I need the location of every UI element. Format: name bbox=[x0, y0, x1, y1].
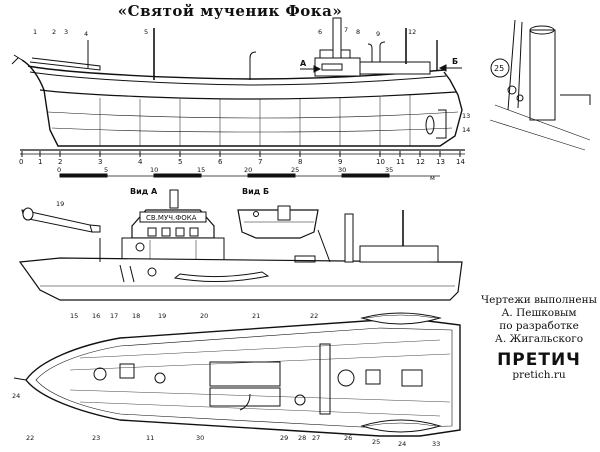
plan-callout-11: 11 bbox=[146, 434, 154, 442]
meter-label-5: 5 bbox=[104, 166, 108, 174]
view-b-stern bbox=[237, 205, 319, 239]
boom-detail-19 bbox=[21, 207, 101, 233]
side-view-hull bbox=[11, 17, 465, 151]
callout-6: 6 bbox=[318, 28, 322, 36]
frame-label-0: 0 bbox=[19, 158, 23, 166]
plan-callout-22-bow: 22 bbox=[26, 434, 34, 442]
callout-14: 14 bbox=[462, 126, 470, 134]
frame-label-11: 11 bbox=[396, 158, 405, 166]
view-a-heading: Вид А bbox=[130, 187, 158, 196]
frame-label-8: 8 bbox=[298, 158, 302, 166]
plan-callout-23: 23 bbox=[92, 434, 100, 442]
pretich-logo: ПРЕТИЧ bbox=[497, 350, 581, 370]
arrow-a-label: А bbox=[300, 59, 307, 68]
plan-callout-24-bow: 24 bbox=[12, 392, 20, 400]
frame-label-7: 7 bbox=[258, 158, 262, 166]
plan-callout-16: 16 bbox=[92, 312, 100, 320]
detail-25-mast-step bbox=[489, 19, 591, 151]
frame-label-1: 1 bbox=[38, 158, 42, 166]
frame-scale-labels: 0 1 2 3 4 5 6 7 8 9 10 11 12 13 14 bbox=[19, 158, 465, 166]
frame-label-9: 9 bbox=[338, 158, 342, 166]
plan-callout-33: 33 bbox=[432, 440, 440, 448]
meter-label-30: 30 bbox=[338, 166, 346, 174]
plan-callout-28: 28 bbox=[298, 434, 306, 442]
side-profile-deck-view bbox=[18, 210, 463, 301]
frame-label-4: 4 bbox=[138, 158, 143, 166]
plan-callout-26: 26 bbox=[344, 434, 352, 442]
plan-callout-22: 22 bbox=[310, 312, 318, 320]
frame-label-3: 3 bbox=[98, 158, 102, 166]
view-b-heading: Вид Б bbox=[242, 187, 269, 196]
detail-25-label: 25 bbox=[494, 64, 504, 73]
credits-line-3: по разработке bbox=[499, 320, 579, 332]
callout-2: 2 bbox=[52, 28, 56, 36]
meter-scale-labels: 0 5 10 15 20 25 30 35 м bbox=[57, 166, 435, 182]
plan-callouts-bottom: 24 22 23 11 30 29 28 27 26 25 24 33 bbox=[12, 392, 440, 448]
plan-callout-25: 25 bbox=[372, 438, 380, 446]
meter-unit: м bbox=[430, 174, 435, 182]
plan-callout-20: 20 bbox=[200, 312, 208, 320]
plan-callout-29: 29 bbox=[280, 434, 288, 442]
meter-label-15: 15 bbox=[197, 166, 205, 174]
frame-label-13: 13 bbox=[436, 158, 445, 166]
meter-label-0: 0 bbox=[57, 166, 61, 174]
credits-block: Чертежи выполнены А. Пешковым по разрабо… bbox=[478, 294, 600, 346]
callout-3: 3 bbox=[64, 28, 68, 36]
meter-scale bbox=[59, 173, 440, 178]
frame-label-14: 14 bbox=[456, 158, 465, 166]
credits-line-1: Чертежи выполнены bbox=[481, 294, 597, 306]
site-url[interactable]: pretich.ru bbox=[512, 369, 566, 381]
credits-line-4: А. Жигальского bbox=[494, 333, 584, 345]
credits-line-2: А. Пешковым bbox=[501, 307, 577, 319]
callout-19-boom: 19 bbox=[56, 200, 64, 208]
meter-label-20: 20 bbox=[244, 166, 252, 174]
meter-label-25: 25 bbox=[291, 166, 299, 174]
plan-callout-18: 18 bbox=[132, 312, 140, 320]
callout-13: 13 bbox=[462, 112, 470, 120]
frame-label-12: 12 bbox=[416, 158, 425, 166]
callout-8: 8 bbox=[356, 28, 360, 36]
frame-label-2: 2 bbox=[58, 158, 62, 166]
callout-12: 12 bbox=[408, 28, 416, 36]
arrow-b-label: Б bbox=[452, 57, 458, 66]
plan-callout-17: 17 bbox=[110, 312, 118, 320]
plan-callout-27: 27 bbox=[312, 434, 320, 442]
frame-label-6: 6 bbox=[218, 158, 223, 166]
plan-callout-24-stern: 24 bbox=[398, 440, 406, 448]
callout-4: 4 bbox=[84, 30, 88, 38]
callout-9: 9 bbox=[376, 30, 380, 38]
side-view-callouts: 1 2 3 4 5 6 7 8 9 12 13 14 bbox=[33, 26, 470, 134]
plan-callout-30: 30 bbox=[196, 434, 204, 442]
meter-label-10: 10 bbox=[150, 166, 158, 174]
frame-scale bbox=[20, 151, 465, 157]
view-a-bridge-front bbox=[121, 189, 225, 263]
plan-callouts-top: 15 16 17 18 19 20 21 22 bbox=[70, 312, 318, 320]
nameplate-text: СВ.МУЧ.ФОКА bbox=[146, 214, 197, 222]
callout-5: 5 bbox=[144, 28, 148, 36]
view-arrow-labels: А Б bbox=[300, 57, 458, 68]
drawing-title: «Святой мученик Фока» bbox=[117, 2, 343, 20]
callout-1: 1 bbox=[33, 28, 37, 36]
deck-plan-view bbox=[13, 312, 461, 437]
callout-7: 7 bbox=[344, 26, 348, 34]
frame-label-10: 10 bbox=[376, 158, 385, 166]
meter-label-35: 35 bbox=[385, 166, 393, 174]
plan-callout-19: 19 bbox=[158, 312, 166, 320]
plan-callout-21: 21 bbox=[252, 312, 260, 320]
frame-label-5: 5 bbox=[178, 158, 182, 166]
view-headings: Вид А Вид Б bbox=[130, 187, 269, 196]
plan-callout-15: 15 bbox=[70, 312, 78, 320]
